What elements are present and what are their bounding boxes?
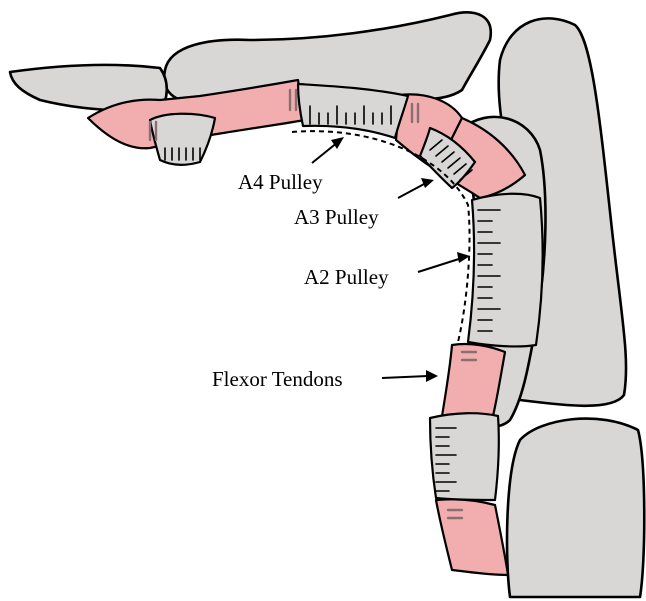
label-a4-pulley: A4 Pulley <box>238 170 323 194</box>
flexor-arrowhead <box>426 370 438 382</box>
a3-arrowhead <box>421 178 434 188</box>
a4-arrow <box>312 142 338 163</box>
label-flexor-tendons: Flexor Tendons <box>212 367 343 391</box>
flexor-arrow <box>382 376 428 378</box>
a2-arrow <box>418 258 462 272</box>
label-a3-pulley: A3 Pulley <box>294 205 379 229</box>
a3-arrow <box>398 183 426 198</box>
tendon-segment-bottom <box>436 499 508 575</box>
pulley-a2 <box>468 194 543 347</box>
knuckle-bone <box>507 419 644 597</box>
pulley-a5 <box>150 114 215 165</box>
pulley-a1 <box>430 413 499 500</box>
tendon-segment-proximal <box>442 344 505 421</box>
label-a2-pulley: A2 Pulley <box>304 265 389 289</box>
